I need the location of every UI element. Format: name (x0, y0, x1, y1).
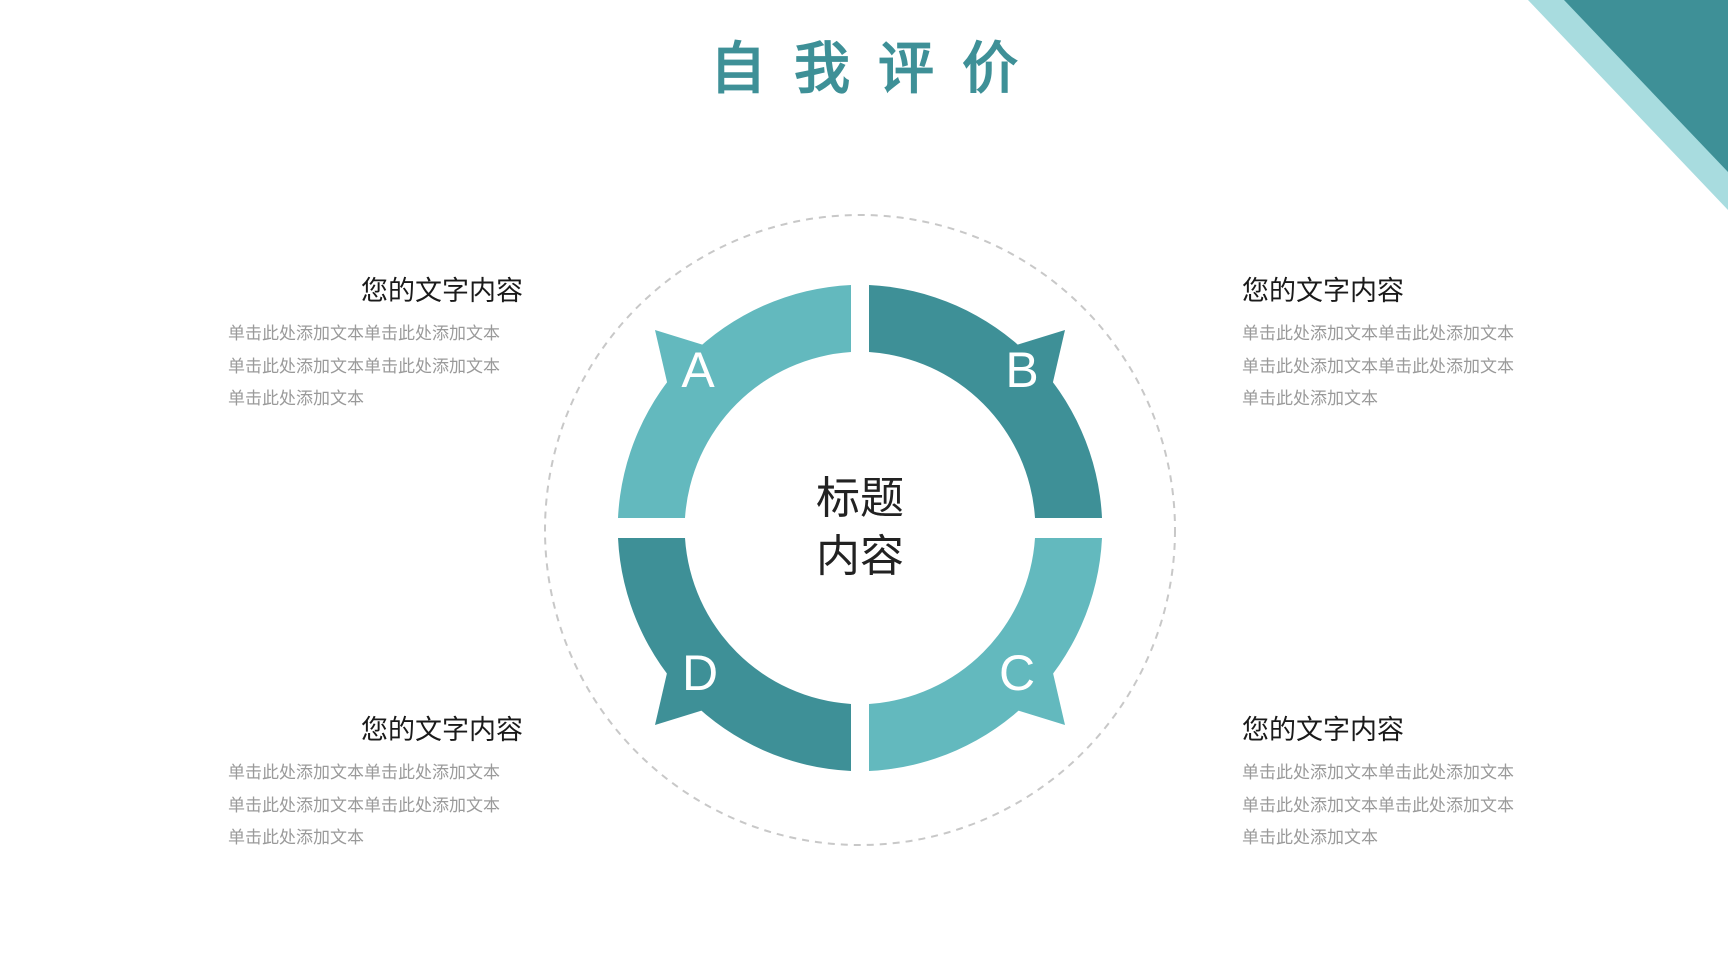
block-heading: 您的文字内容 (361, 715, 523, 746)
block-heading: 您的文字内容 (1242, 276, 1404, 307)
text-block-bottom-right: 您的文字内容 单击此处添加文本单击此处添加文本 单击此处添加文本单击此处添加文本… (1242, 711, 1542, 855)
block-body-line: 单击此处添加文本单击此处添加文本 (1242, 324, 1514, 344)
text-block-top-right: 您的文字内容 单击此处添加文本单击此处添加文本 单击此处添加文本单击此处添加文本… (1242, 272, 1542, 416)
segment-a-arc (618, 285, 851, 518)
block-body-line: 单击此处添加文本 (1242, 389, 1378, 409)
block-heading: 您的文字内容 (1242, 715, 1404, 746)
corner-decoration (1528, 0, 1728, 210)
segment-a: A (618, 285, 851, 518)
block-body-line: 单击此处添加文本单击此处添加文本 (228, 356, 500, 377)
segment-b-arrow (1010, 330, 1065, 395)
segment-c-arrow (1010, 660, 1065, 725)
text-block-bottom-left: 您的文字内容 单击此处添加文本单击此处添加文本 单击此处添加文本单击此处添加文本… (228, 711, 528, 855)
block-body-line: 单击此处添加文本单击此处添加文本 (1242, 795, 1514, 816)
segment-d-arc (618, 538, 851, 771)
block-body-line: 单击此处添加文本 (228, 389, 364, 409)
segment-a-arrow (655, 330, 710, 395)
segment-b-arc (869, 285, 1102, 518)
block-body-line: 单击此处添加文本单击此处添加文本 (228, 324, 500, 344)
dashed-outer-ring (544, 214, 1176, 846)
block-body: 单击此处添加文本单击此处添加文本 单击此处添加文本单击此处添加文本 单击此处添加… (1242, 318, 1542, 416)
segment-c-letter: C (999, 645, 1035, 701)
block-body: 单击此处添加文本单击此处添加文本 单击此处添加文本单击此处添加文本 单击此处添加… (228, 318, 528, 416)
block-body: 单击此处添加文本单击此处添加文本 单击此处添加文本单击此处添加文本 单击此处添加… (228, 757, 528, 855)
block-body: 单击此处添加文本单击此处添加文本 单击此处添加文本单击此处添加文本 单击此处添加… (1242, 757, 1542, 855)
center-title-line1: 标题 (816, 473, 904, 524)
corner-dark-triangle (1564, 0, 1728, 172)
block-heading: 您的文字内容 (361, 276, 523, 307)
block-body-line: 单击此处添加文本单击此处添加文本 (1242, 763, 1514, 783)
segment-b: B (869, 285, 1102, 518)
segment-d: D (618, 538, 851, 771)
block-body-line: 单击此处添加文本单击此处添加文本 (228, 763, 500, 783)
segment-c: C (869, 538, 1102, 771)
block-body-line: 单击此处添加文本单击此处添加文本 (1242, 356, 1514, 377)
segment-d-letter: D (682, 645, 718, 701)
center-title-line2: 内容 (816, 531, 904, 582)
page-title: 自我评价 (710, 37, 1046, 102)
block-body-line: 单击此处添加文本单击此处添加文本 (228, 795, 500, 816)
segment-b-letter: B (1005, 342, 1038, 398)
text-block-top-left: 您的文字内容 单击此处添加文本单击此处添加文本 单击此处添加文本单击此处添加文本… (228, 272, 528, 416)
block-body-line: 单击此处添加文本 (1242, 828, 1378, 848)
center-title: 标题 内容 (760, 470, 960, 586)
segment-d-arrow (655, 660, 710, 725)
segment-a-letter: A (681, 342, 715, 398)
cycle-diagram: A B C D (544, 214, 1176, 846)
block-body-line: 单击此处添加文本 (228, 828, 364, 848)
segment-c-arc (869, 538, 1102, 771)
